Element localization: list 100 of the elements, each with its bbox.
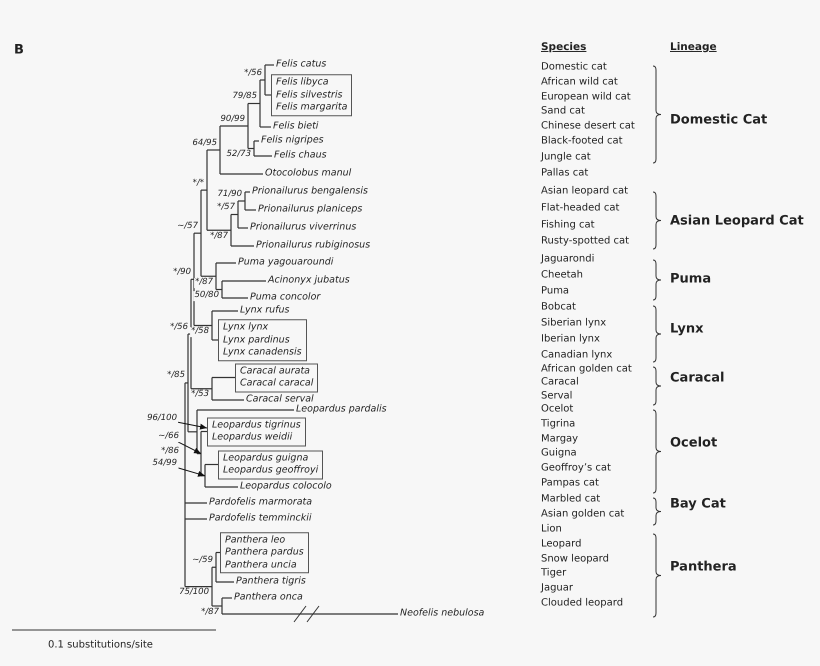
taxon-name: Otocolobus manul	[263, 168, 352, 180]
support-value: */87	[194, 278, 214, 288]
taxon-group-box	[220, 532, 309, 574]
scale-bar-label: 0.1 substitutions/site	[48, 639, 153, 651]
taxon-name: Caracal serval	[244, 394, 314, 406]
taxon-name: Panthera tigris	[234, 576, 306, 588]
taxon-name: Puma yagouaroundi	[236, 258, 334, 268]
lineage-name: Lynx	[670, 322, 704, 338]
support-value: */87	[200, 608, 220, 618]
species-name: Asian leopard cat	[541, 185, 628, 197]
taxon-name: Lynx pardinus	[223, 334, 291, 346]
branch-line	[216, 262, 236, 264]
branch-line	[222, 597, 232, 599]
vertical-branch-line	[259, 80, 261, 127]
species-name: Rusty-spotted cat	[541, 235, 630, 247]
support-value: 75/100	[178, 588, 210, 598]
species-name: Sand cat	[541, 105, 585, 117]
species-name: Tigrina	[541, 418, 576, 430]
branch-line	[191, 278, 194, 280]
species-name: Canadian lynx	[541, 349, 612, 361]
leader-arrow	[178, 441, 202, 454]
vertical-branch-line	[247, 104, 249, 148]
species-name: Lion	[541, 523, 562, 535]
taxon-name: Puma concolor	[248, 292, 320, 304]
support-value: 90/99	[220, 114, 246, 124]
support-value: */90	[172, 268, 192, 278]
vertical-branch-line	[200, 190, 202, 276]
vertical-branch-line	[211, 567, 213, 606]
branch-line	[231, 214, 238, 216]
taxon-name: Prionailurus planiceps	[256, 204, 362, 216]
support-value: */57	[216, 203, 236, 213]
taxon-name: Leopardus tigrinus	[212, 419, 301, 432]
support-value: */56	[243, 68, 263, 78]
species-name: Bobcat	[541, 301, 576, 313]
branch-line	[212, 566, 216, 568]
branch-line	[207, 149, 220, 151]
species-name: Serval	[541, 390, 572, 402]
branch-line	[212, 605, 222, 607]
taxon-name: Neofelis nebulosa	[398, 608, 484, 620]
species-name: Margay	[541, 433, 578, 445]
taxon-name: Pardofelis marmorata	[207, 498, 312, 508]
branch-line	[212, 399, 244, 401]
taxon-name: Leopardus weidii	[212, 432, 294, 444]
branch-line	[205, 464, 218, 466]
branch-line	[201, 475, 205, 476]
support-value: */56	[169, 322, 189, 332]
vertical-branch-line	[206, 150, 208, 230]
branch-line	[222, 297, 248, 299]
taxon-name: Pardofelis temminckii	[207, 514, 312, 524]
taxon-name: Panthera leo	[225, 534, 286, 546]
lineage-name: Panthera	[670, 560, 737, 576]
species-name: Caracal	[541, 376, 579, 388]
taxon-name: Leopardus colocolo	[238, 482, 332, 492]
species-name: Snow leopard	[541, 553, 609, 565]
species-name: Cheetah	[541, 269, 584, 281]
branch-line	[248, 102, 260, 104]
species-name: Domestic cat	[541, 61, 607, 73]
vertical-branch-line	[211, 378, 213, 400]
vertical-branch-line	[219, 126, 221, 174]
species-name: European wild cat	[541, 91, 631, 103]
species-name: Puma	[541, 285, 570, 297]
branch-line	[265, 64, 274, 66]
taxon-name: Prionailurus bengalensis	[250, 186, 368, 198]
support-value: */86	[160, 447, 180, 457]
branch-line	[260, 79, 265, 81]
branch-line	[238, 200, 245, 202]
support-value: ~/66	[157, 432, 180, 442]
branch-line	[191, 388, 212, 390]
lineage-name: Puma	[670, 272, 712, 288]
taxon-name: Caracal caracal	[240, 378, 314, 390]
support-value: 54/99	[152, 459, 178, 469]
lineage-name: Domestic Cat	[670, 114, 768, 128]
species-name: Guigna	[541, 447, 577, 459]
taxon-name: Caracal aurata	[240, 365, 312, 378]
vertical-branch-line	[221, 598, 223, 614]
branch-line	[245, 209, 256, 211]
branch-line	[248, 148, 254, 150]
branch-line	[185, 518, 207, 520]
branch-line	[216, 288, 222, 290]
species-name: African golden cat	[541, 363, 632, 375]
vertical-branch-line	[253, 141, 255, 156]
branch-line	[185, 502, 207, 504]
taxon-group-box	[271, 74, 352, 116]
branch-line	[231, 245, 254, 247]
species-name: Pampas cat	[541, 477, 599, 489]
vertical-branch-line	[264, 65, 266, 95]
branch-line	[201, 190, 207, 191]
support-value: 79/85	[232, 92, 258, 102]
branch-line	[238, 227, 248, 229]
leader-arrow	[178, 422, 208, 430]
support-value: 64/95	[192, 138, 218, 148]
branch-line	[212, 376, 235, 378]
species-name: Pallas cat	[541, 167, 588, 179]
support-value: 52/73	[226, 150, 252, 160]
taxon-group-box	[235, 363, 318, 392]
branch-line	[201, 276, 216, 277]
species-name: Jungle cat	[541, 151, 591, 163]
species-name: Geoffroy’s cat	[541, 462, 611, 474]
taxon-name: Lynx canadensis	[223, 346, 302, 359]
species-name: Clouded leopard	[541, 597, 624, 609]
